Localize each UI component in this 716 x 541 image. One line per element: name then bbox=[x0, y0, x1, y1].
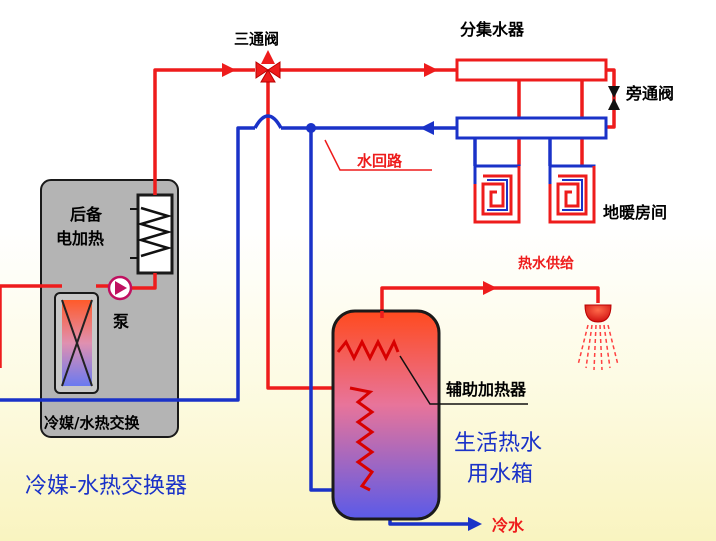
label-aux-heater: 辅助加热器 bbox=[446, 380, 527, 399]
label-three-way-valve: 三通阀 bbox=[234, 30, 279, 48]
bypass-valve-icon bbox=[608, 86, 620, 110]
flow-arrows bbox=[222, 50, 497, 531]
refrigerant-water-exchanger bbox=[54, 292, 99, 394]
label-hot-water-supply: 热水供给 bbox=[518, 255, 574, 272]
label-return-water: 水回路 bbox=[357, 152, 403, 170]
label-bypass-valve: 旁通阀 bbox=[625, 84, 674, 103]
floor-heating-coil-2 bbox=[548, 164, 596, 224]
label-exchanger-title: 冷媒-水热交换器 bbox=[25, 474, 187, 499]
shower-head-icon bbox=[577, 304, 619, 371]
pump-icon bbox=[107, 275, 133, 301]
label-tank-line1: 生活热水 bbox=[454, 431, 542, 456]
three-way-valve bbox=[255, 61, 281, 83]
backup-electric-heater bbox=[130, 193, 174, 275]
label-tank-line2: 用水箱 bbox=[467, 462, 533, 487]
label-floor-heating-room: 地暖房间 bbox=[603, 203, 667, 222]
label-cold-water: 冷水 bbox=[492, 516, 525, 535]
manifold bbox=[455, 58, 608, 140]
leader-lines bbox=[324, 139, 528, 405]
pipe-junction bbox=[306, 123, 316, 133]
floor-heating-coil-1 bbox=[473, 164, 521, 224]
label-backup-heater-line2: 电加热 bbox=[56, 229, 104, 248]
label-manifold: 分集水器 bbox=[460, 20, 525, 39]
label-exchanger-box: 冷媒/水热交换 bbox=[44, 414, 140, 432]
label-backup-heater-line1: 后备 bbox=[70, 205, 103, 224]
label-pump: 泵 bbox=[112, 312, 129, 331]
hot-water-tank bbox=[331, 309, 441, 521]
